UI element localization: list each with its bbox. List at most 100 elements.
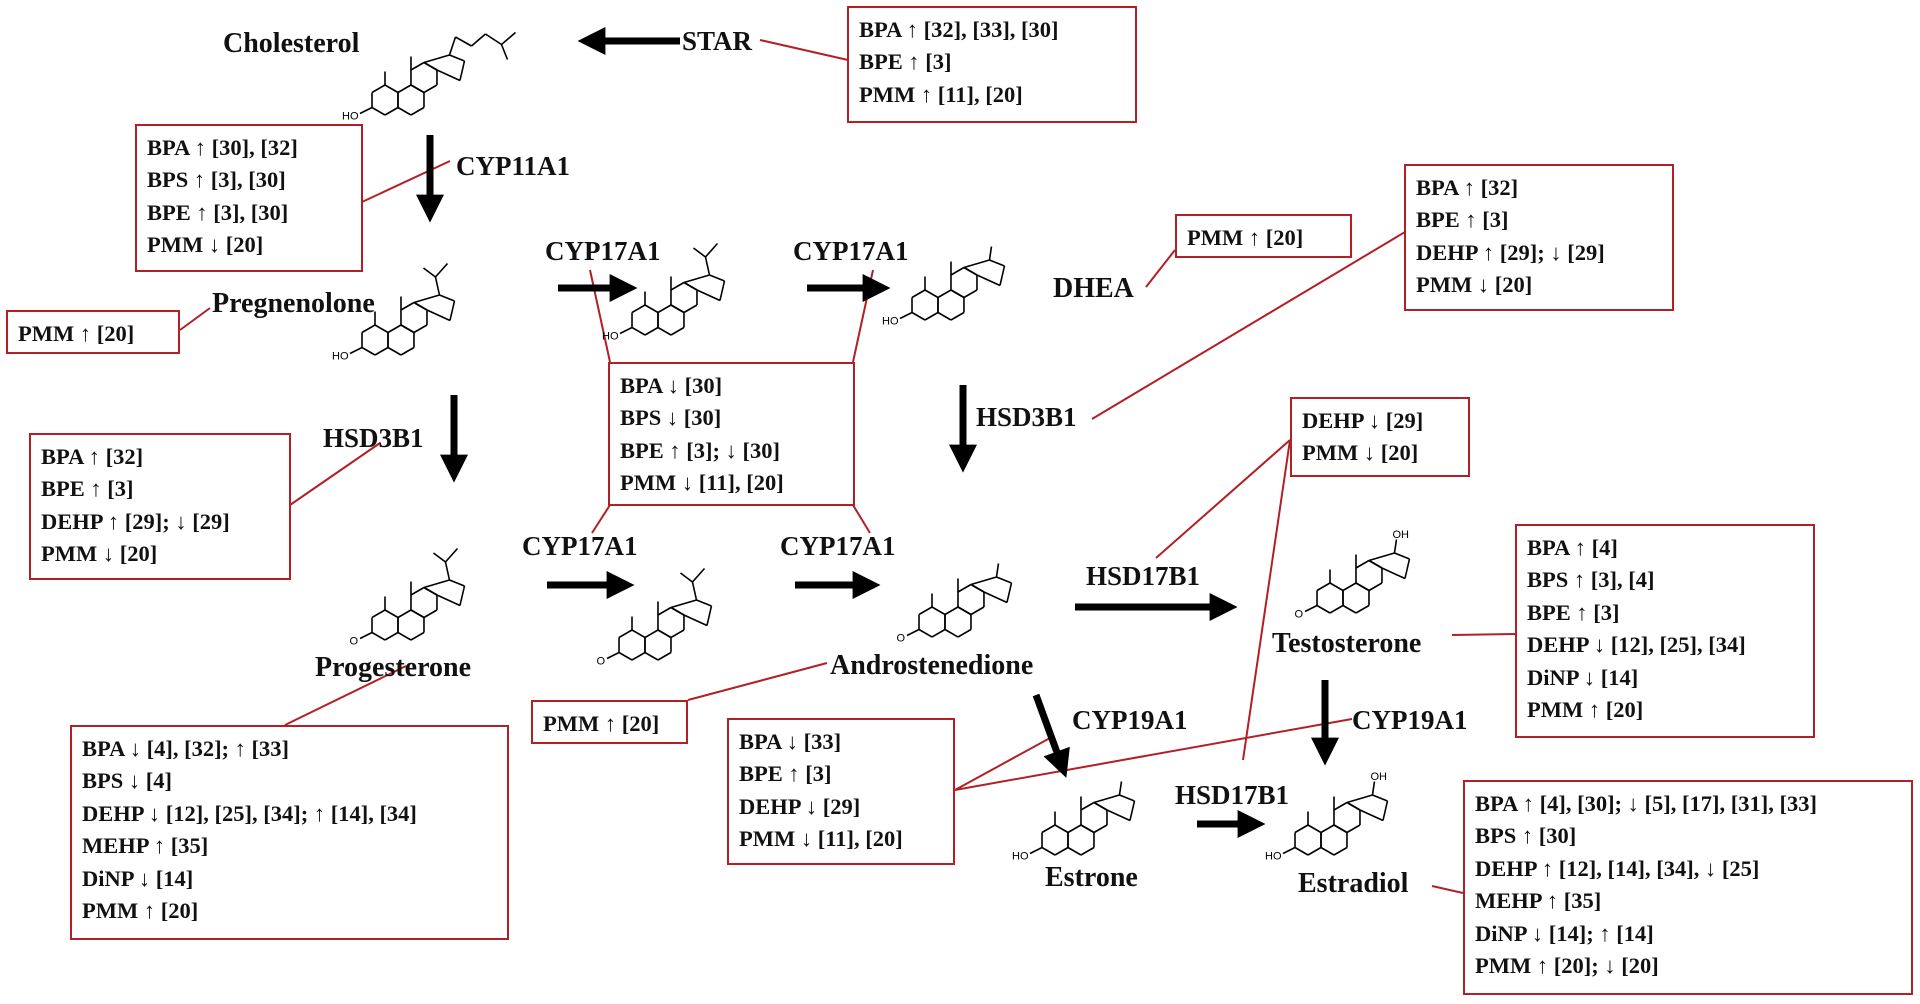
testosterone-structure: OH O [1295,529,1411,621]
pregnenolone-structure: HO [332,262,456,363]
effect-row: BPA ↑ [32] [1416,175,1519,200]
hydroxyl-label: HO [602,331,619,343]
effect-row: BPS ↑ [3], [30] [147,167,286,193]
hydroxyl-label: HO [332,351,349,363]
connector-hsd17b1 [1155,439,1291,559]
effect-box-hsd17b1: DEHP ↓ [29] PMM ↓ [20] [1290,397,1470,477]
connector-dhea [1145,249,1176,288]
connector-hsd3b1-right [1091,228,1411,420]
effect-row: BPA ↑ [32] [41,444,144,469]
hydroxyl-label: HO [882,316,899,328]
enzyme-cyp11a1: CYP11A1 [456,151,570,181]
connector-progesterone [284,665,407,726]
hydroxyl-label: HO [1012,851,1029,863]
effect-row: BPE ↑ [3] [859,49,952,75]
effect-row: BPA ↑ [4], [30]; ↓ [5], [17], [31], [33] [1475,791,1817,816]
connector-hsd3b1-left [289,442,381,506]
effect-row: PMM ↑ [20] [18,321,135,346]
hydroxyl-label: OH [1370,771,1387,783]
effect-row: BPE ↑ [3] [739,761,832,787]
effect-box-estradiol: BPA ↑ [4], [30]; ↓ [5], [17], [31], [33]… [1463,780,1913,995]
effect-row: MEHP ↑ [35] [82,833,209,859]
enzyme-star: STAR [682,26,753,56]
progesterone-structure: O [350,547,466,648]
ketone-label: O [1295,609,1304,621]
effect-row: BPE ↑ [3] [41,476,134,502]
effect-row: BPE ↑ [3], [30] [147,199,289,225]
hydroxyl-label: OH [1392,529,1409,541]
connector-testosterone [1451,633,1516,636]
effect-box-hsd3b1-right: BPA ↑ [32]BPE ↑ [3]DEHP ↑ [29]; ↓ [29]PM… [1404,164,1674,311]
enzyme-cyp17a1-top-left: CYP17A1 [545,236,661,266]
effect-row: DEHP ↑ [29]; ↓ [29] [41,508,230,534]
hydroxyl-label: HO [1265,851,1282,863]
compound-estradiol: Estradiol [1298,868,1409,899]
connector-estradiol [1431,885,1464,894]
effect-row: PMM ↓ [20] [147,232,264,258]
effect-row: BPA ↑ [4] [1527,535,1618,560]
enzyme-cyp17a1-top-right: CYP17A1 [793,236,909,266]
effect-row: PMM ↑ [20]; ↓ [20] [1475,952,1659,978]
ketone-label: O [350,636,359,648]
17oh-progesterone-structure: O [597,567,713,668]
effect-row: PMM ↓ [11], [20] [620,470,784,496]
dhea-structure: HO [882,246,1006,328]
effect-row: PMM ↓ [20] [1302,440,1419,466]
effect-row: DEHP ↓ [12], [25], [34] [1527,632,1746,658]
androstenedione-structure: O [897,563,1013,645]
estrone-structure: HO [1012,781,1136,863]
connector-androstenedione [687,662,828,701]
effect-box-cyp17a1: BPA ↓ [30]BPS ↓ [30]BPE ↑ [3]; ↓ [30]PMM… [608,362,855,506]
effect-row: BPA ↓ [33] [739,729,842,754]
enzyme-cyp19a1-left: CYP19A1 [1072,705,1188,735]
cholesterol-structure: HO [342,31,516,123]
effect-row: DEHP ↓ [29] [1302,408,1424,433]
effect-row: PMM ↑ [20] [82,897,199,923]
compound-androstenedione: Androstenedione [830,650,1034,681]
effect-box-testosterone: BPA ↑ [4] BPS ↑ [3], [4] BPE ↑ [3] DEHP ↓ [… [1515,524,1815,738]
connector-cyp17a1-d [852,504,871,534]
arrow-androstenedione-to-estrone [1032,693,1070,778]
connector-cyp17a1-c [591,504,611,534]
compound-cholesterol: Cholesterol [223,28,360,59]
effect-row: PMM ↑ [11], [20] [859,81,1023,107]
effect-box-pregnenolone: PMM ↑ [20] [6,310,180,354]
effect-row: PMM ↑ [20] [543,711,660,736]
connector-cyp11a1 [361,160,451,203]
effect-box-dhea: PMM ↑ [20] [1175,214,1352,258]
connector-cyp19a1-left [954,737,1051,791]
effect-row: DEHP ↑ [29]; ↓ [29] [1416,239,1605,265]
effect-row: BPS ↑ [3], [4] [1527,567,1655,593]
effect-row: BPE ↑ [3] [1416,207,1509,233]
effect-row: DiNP ↓ [14] [82,865,194,891]
connector-cyp19a1-right [954,718,1353,791]
estradiol-structure: OH HO [1265,771,1389,863]
effect-row: BPA ↓ [30] [620,373,723,398]
enzyme-cyp19a1-right: CYP19A1 [1352,705,1468,735]
effect-row: DEHP ↑ [12], [14], [34], ↓ [25] [1475,855,1760,881]
connector-star [759,39,849,61]
effect-row: PMM ↑ [20] [1527,696,1644,722]
hydroxyl-label: HO [342,111,359,123]
enzyme-hsd17b1-bottom: HSD17B1 [1175,780,1290,810]
effect-box-androstenedione: PMM ↑ [20] [531,700,688,744]
effect-row: PMM ↓ [11], [20] [739,826,903,852]
effect-row: BPA ↓ [4], [32]; ↑ [33] [82,736,290,761]
compound-progesterone: Progesterone [315,652,472,683]
effect-row: BPE ↑ [3] [1527,599,1620,625]
effect-row: BPE ↑ [3]; ↓ [30] [620,437,780,463]
effect-row: BPS ↓ [4] [82,768,172,794]
17oh-pregnenolone-structure: HO [602,242,726,343]
effect-box-hsd3b1-left: BPA ↑ [32]BPE ↑ [3]DEHP ↑ [29]; ↓ [29]PM… [29,433,291,580]
effect-row: DiNP ↓ [14]; ↑ [14] [1475,920,1654,946]
effect-box-cyp11a1: BPA ↑ [30], [32]BPS ↑ [3], [30]BPE ↑ [3]… [135,124,363,272]
effect-row: BPA ↑ [32], [33], [30] [859,17,1059,42]
connector-pregnenolone [179,307,211,331]
effect-row: DiNP ↓ [14] [1527,664,1639,690]
effect-box-star: BPA ↑ [32], [33], [30] BPE ↑ [3] PMM ↑ [11… [847,6,1137,123]
enzyme-hsd3b1-left: HSD3B1 [323,423,424,453]
